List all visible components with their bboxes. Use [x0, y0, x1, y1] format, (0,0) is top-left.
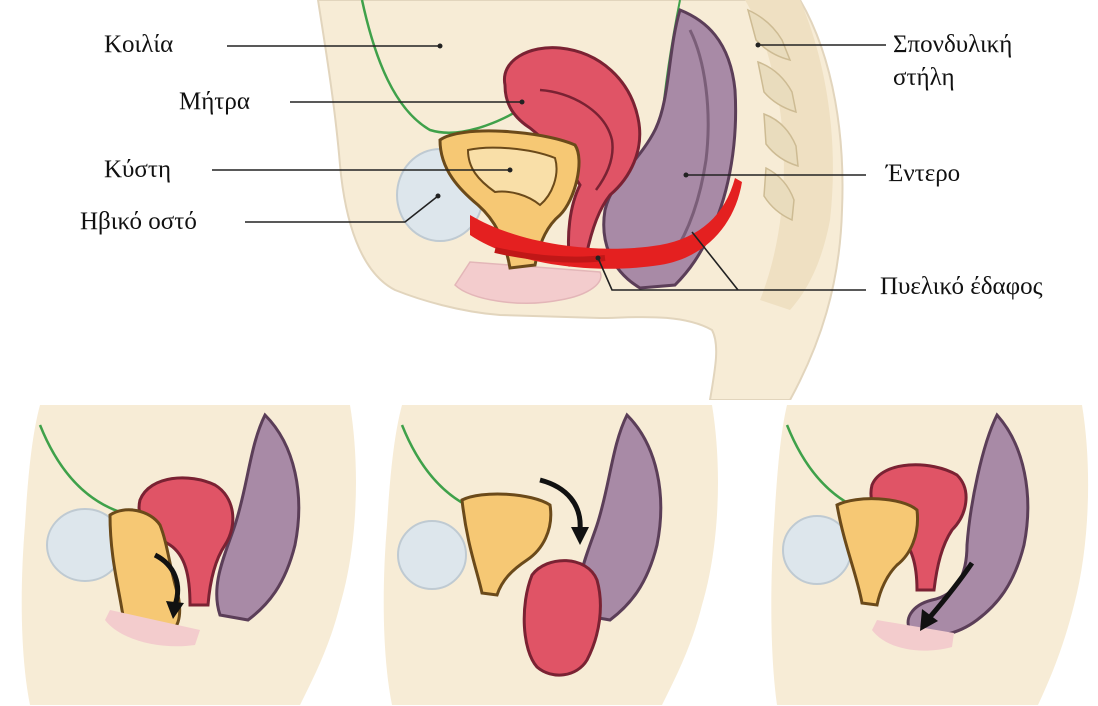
label-uterus: Μήτρα — [179, 88, 250, 116]
label-bladder: Κύστη — [104, 156, 171, 184]
label-pelvic-floor: Πυελικό έδαφος — [880, 273, 1042, 301]
panel-pubic-bone — [398, 521, 466, 589]
prolapse-panel-bowel — [762, 405, 1092, 705]
label-bowel: Έντερο — [886, 160, 960, 188]
panel-uterus — [524, 561, 600, 675]
label-pubic-bone: Ηβικό οστό — [80, 208, 197, 236]
prolapse-panel-bladder — [10, 405, 370, 705]
main-anatomy-diagram — [0, 0, 1098, 400]
label-spine-line2: στήλη — [893, 64, 955, 92]
label-abdomen: Κοιλία — [104, 31, 173, 59]
label-spine-line1: Σπονδυλική — [893, 31, 1012, 59]
prolapse-panel-uterus — [372, 405, 732, 705]
